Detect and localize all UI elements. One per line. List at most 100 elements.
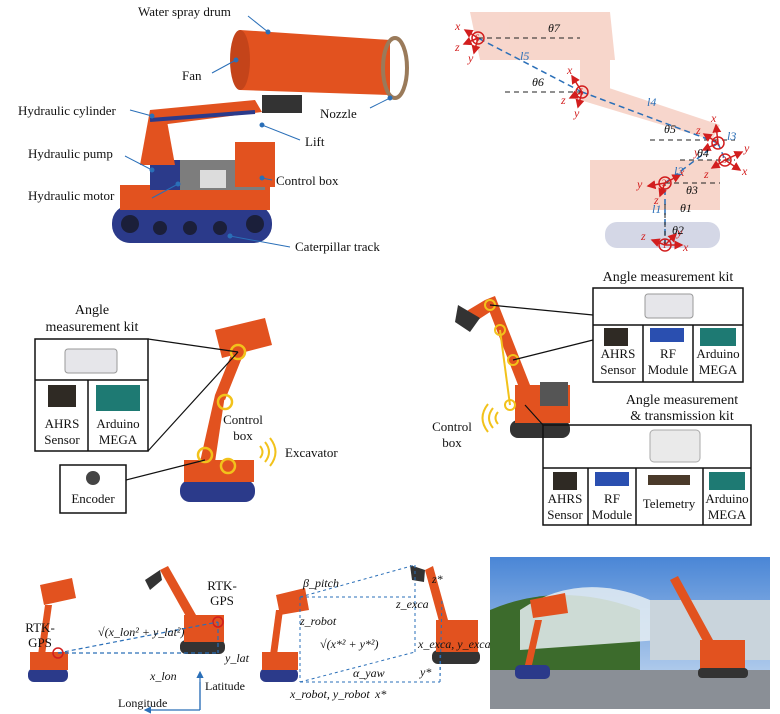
link-l4: l4 — [647, 95, 656, 109]
link-l5: l5 — [520, 49, 529, 63]
kit-d1-rf-1: RF — [660, 346, 676, 361]
fan-end — [230, 30, 250, 90]
frame-num-5: 5 — [579, 87, 584, 97]
kit-d1-rf-2: Module — [648, 362, 689, 377]
theta-6: θ6 — [532, 75, 544, 89]
axis-z-f6: z — [454, 40, 460, 54]
frame-numbers: 1 2 3 4 5 6 — [475, 33, 727, 250]
kit-c-ahrs-2: Sensor — [44, 432, 80, 447]
faded-robot — [470, 12, 720, 210]
e-rtk-left-2: GPS — [28, 635, 52, 650]
excavator-bucket-d — [455, 305, 480, 332]
hydraulic-cylinder-shape — [149, 110, 256, 122]
axis-z-f2: z — [653, 193, 659, 207]
kit-d2-title-1: Angle measurement — [626, 393, 738, 408]
kit-d1-ahrs-2: Sensor — [600, 362, 636, 377]
label-hydraulic-pump: Hydraulic pump — [28, 146, 113, 161]
panel-g-photo — [490, 557, 770, 709]
f-x-robot-y-robot: x_robot, y_robot — [289, 687, 370, 701]
axis-x-f5: x — [566, 63, 573, 77]
f-beta: β_pitch — [302, 576, 339, 590]
axis-z-f5: z — [560, 93, 566, 107]
arduino-board-c — [96, 385, 140, 411]
link-labels: l1 l2 l3 l4 l5 — [520, 49, 736, 216]
wifi-c — [259, 437, 277, 467]
drum-mount — [262, 95, 302, 113]
panel-a-robot — [112, 30, 409, 243]
kit-c-encoder: Encoder — [71, 491, 115, 506]
e-y-lat: y_lat — [224, 651, 250, 665]
encoder-device — [86, 471, 100, 485]
axis-x-f4: x — [710, 111, 717, 125]
f-formula: √(x*² + y*²) — [320, 637, 379, 651]
kit-d1-title: Angle measurement kit — [603, 270, 734, 285]
kit-d2-arduino-2: MEGA — [708, 507, 747, 522]
kit-c-control-1: Control — [223, 412, 263, 427]
label-nozzle: Nozzle — [320, 106, 357, 121]
kit-d2-rf-1: RF — [604, 491, 620, 506]
wifi-d — [481, 403, 499, 433]
e-rtk-left-1: RTK- — [25, 620, 55, 635]
axis-z-f3: z — [703, 167, 709, 181]
kit-box-d1 — [592, 287, 744, 383]
panel-c-robot-kit — [34, 318, 277, 514]
frame-3 — [710, 151, 744, 171]
f-z-robot: z_robot — [299, 614, 337, 628]
kit-box-d2 — [542, 424, 752, 526]
rf-board-d2 — [595, 472, 629, 486]
f-alpha: α_yaw — [353, 666, 385, 680]
kit-d2-arduino-1: Arduino — [705, 491, 748, 506]
label-fan: Fan — [182, 68, 202, 83]
engine-box — [200, 170, 226, 188]
kit-c-arduino-1: Arduino — [96, 416, 139, 431]
axis-y-f4: y — [693, 145, 700, 159]
axis-x-f1: x — [682, 240, 689, 254]
theta-5: θ5 — [664, 122, 676, 136]
kit-c-title-2: measurement kit — [46, 320, 139, 335]
frame-4 — [701, 123, 725, 151]
frame-num-2: 2 — [662, 178, 667, 188]
angle-kit-device-c — [64, 348, 118, 374]
kit-box-c — [34, 338, 149, 452]
kit-d1-ahrs-1: AHRS — [601, 346, 636, 361]
kit-d1-arduino-1: Arduino — [696, 346, 739, 361]
kit-d2-ahrs-2: Sensor — [547, 507, 583, 522]
axis-y-f3: y — [743, 141, 750, 155]
kit-c-control-2: box — [233, 428, 253, 443]
frame-num-1: 1 — [662, 240, 667, 250]
control-box-shape — [235, 142, 275, 187]
label-hydraulic-cylinder: Hydraulic cylinder — [18, 103, 116, 118]
kit-d-control-2: box — [442, 435, 462, 450]
kit-c-ahrs-1: AHRS — [45, 416, 80, 431]
faded-track — [605, 222, 720, 248]
e-rtk-right-2: GPS — [210, 593, 234, 608]
axis-y-f5: y — [573, 106, 580, 120]
f-x-exca-y-exca: x_exca, y_exca — [417, 637, 491, 651]
arduino-board-d1 — [700, 328, 736, 346]
kit-c-title-1: Angle — [75, 303, 109, 318]
panel-f-geometry — [260, 564, 480, 683]
robot-body-c — [184, 460, 254, 482]
excavator-cab-d — [540, 382, 568, 406]
axis-z-f4: z — [695, 123, 701, 137]
frame-num-6: 6 — [475, 33, 480, 43]
track-wheels — [121, 215, 264, 235]
axis-y-f2: y — [636, 177, 643, 191]
panel-a-leaders — [124, 15, 393, 248]
water-spray-drum-shape — [240, 30, 390, 95]
theta-labels: θ1 θ2 θ3 θ4 θ5 θ6 θ7 — [532, 21, 709, 237]
ahrs-board-d2 — [553, 472, 577, 490]
link-l1: l1 — [652, 202, 661, 216]
frame-6 — [462, 29, 485, 55]
axis-y-f6: y — [467, 51, 474, 65]
robot-track-c — [180, 480, 255, 502]
frame-1 — [650, 232, 684, 252]
theta-7: θ7 — [548, 21, 561, 35]
label-hydraulic-motor: Hydraulic motor — [28, 188, 115, 203]
kit-d2-ahrs-1: AHRS — [548, 491, 583, 506]
robot-drum-c — [215, 318, 272, 358]
frame-num-3: 3 — [722, 155, 727, 165]
kit-d2-telemetry: Telemetry — [643, 496, 696, 511]
kit-c-arduino-2: MEGA — [99, 432, 138, 447]
